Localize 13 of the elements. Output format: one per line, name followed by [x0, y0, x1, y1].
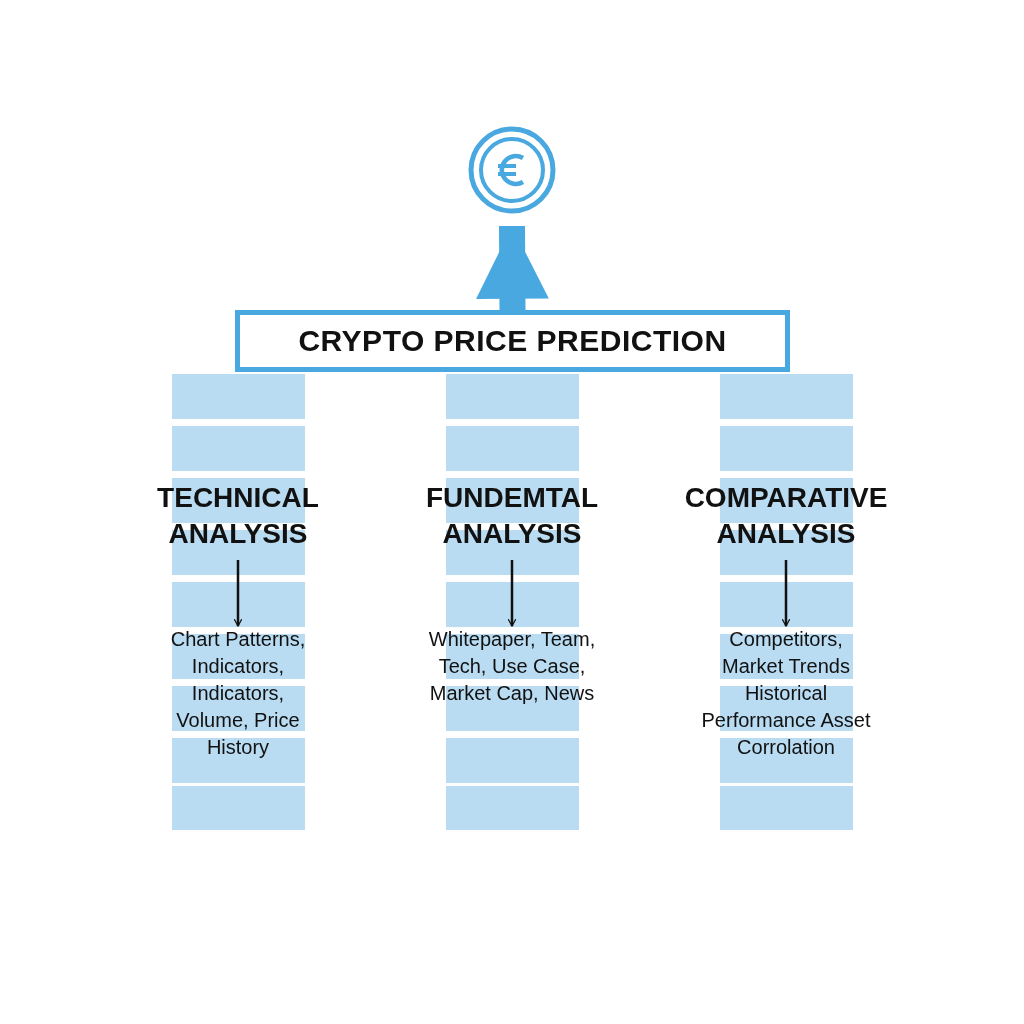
column-heading: TECHNICAL ANALYSIS: [123, 480, 353, 552]
factor-list: Chart Patterns, Indicators, Indicators, Volume, Price History: [153, 626, 323, 761]
banner-title: CRYPTO PRICE PREDICTION: [298, 324, 727, 358]
euro-coin-icon: [468, 126, 556, 214]
column-heading: COMPARATIVE ANALYSIS: [671, 480, 901, 552]
down-arrow: [781, 560, 791, 627]
down-arrow: [507, 560, 517, 627]
down-arrow: [233, 560, 243, 627]
factor-list: Whitepaper, Team, Tech, Use Case, Market Cap, News: [427, 626, 597, 707]
factor-list: Competitors, Market Trends Historical Performance Asset Corrolation: [701, 626, 871, 761]
title-banner: [235, 310, 790, 372]
column-heading: FUNDEMTAL ANALYSIS: [397, 480, 627, 552]
thick-arrow: [476, 225, 549, 311]
